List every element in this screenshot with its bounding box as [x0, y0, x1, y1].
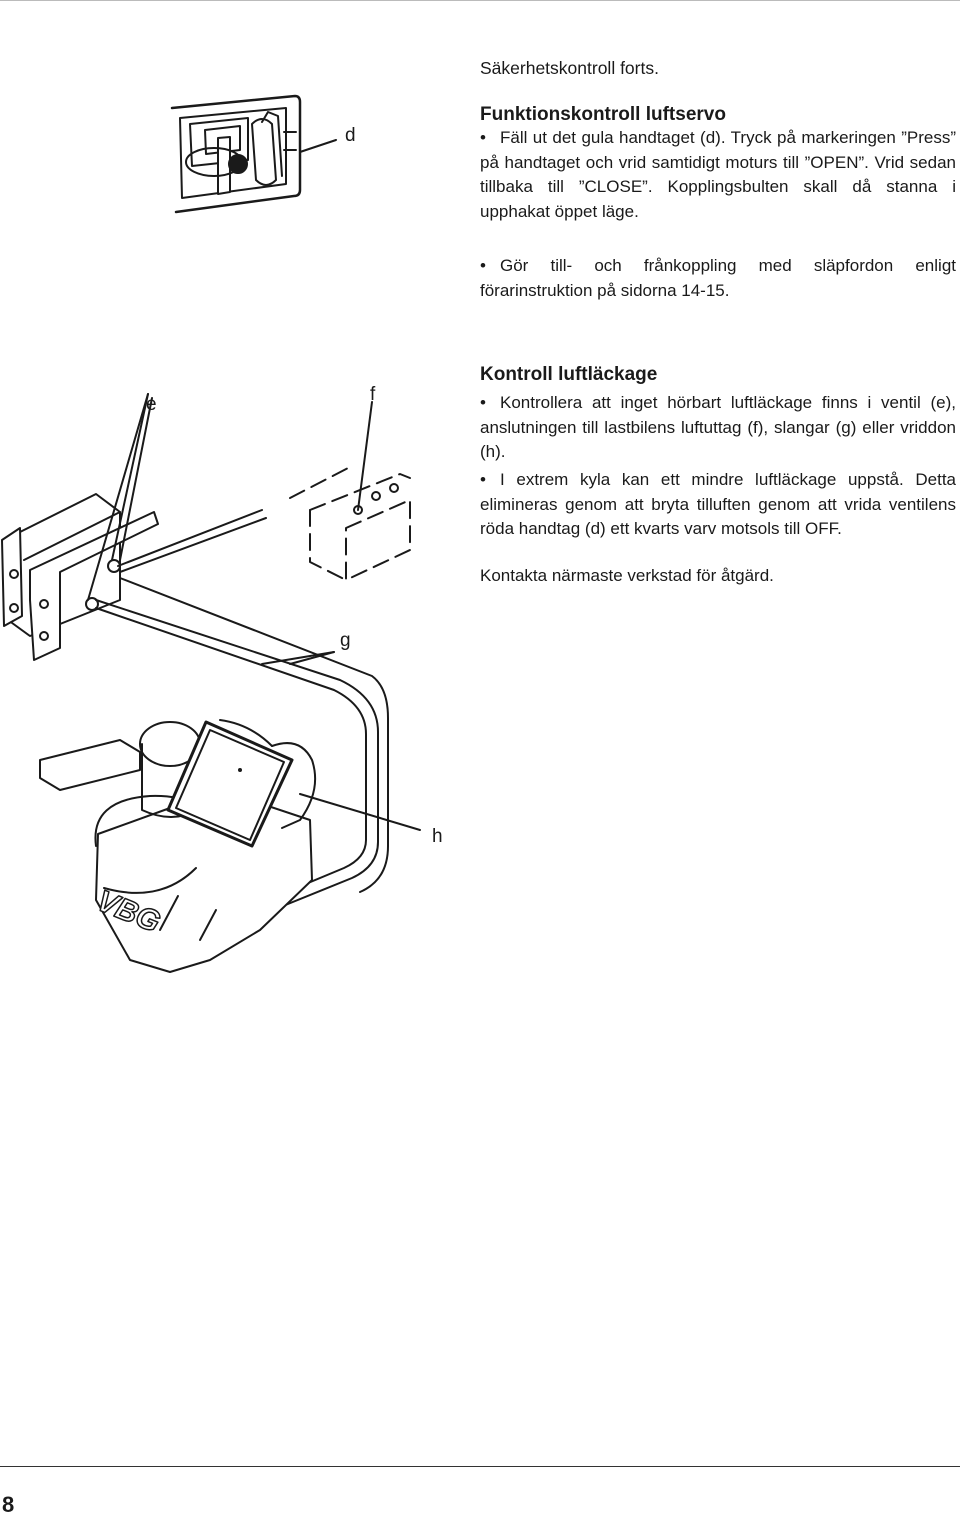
- callout-g: g: [340, 630, 351, 651]
- air-valve-illustration: [1, 393, 159, 661]
- leak-bullet-2: •I extrem kyla kan ett mindre luftläckag…: [480, 468, 956, 542]
- section-title-leak: Kontroll luftläckage: [480, 364, 658, 385]
- bullet-symbol: •: [480, 393, 486, 412]
- page-number: 8: [2, 1492, 15, 1517]
- truck-air-outlet-illustration: [289, 465, 411, 581]
- leak-note: Kontakta närmaste verkstad för åtgärd.: [480, 566, 774, 585]
- air-hoses-illustration: [95, 509, 389, 911]
- leak-bullet-2-text: I extrem kyla kan ett mindre luftläckage…: [480, 470, 956, 538]
- bullet-symbol: •: [480, 128, 486, 147]
- leak-bullet-1-text: Kontrollera att inget hörbart luftläckag…: [480, 393, 956, 461]
- coupling-illustration: VBG: [39, 719, 421, 973]
- callout-h: h: [432, 826, 443, 847]
- section-title-servo: Funktionskontroll luftservo: [480, 104, 726, 125]
- callout-f: f: [370, 384, 376, 405]
- servo-bullet-2: •Gör till- och frånkoppling med släpford…: [480, 254, 956, 303]
- leak-bullet-1: •Kontrollera att inget hörbart luftläcka…: [480, 391, 956, 465]
- servo-bullet-2-text: Gör till- och frånkoppling med släpfordo…: [480, 256, 956, 300]
- callout-e: e: [146, 394, 157, 415]
- bullet-symbol: •: [480, 470, 486, 489]
- bullet-symbol: •: [480, 256, 486, 275]
- callout-d: d: [345, 125, 356, 146]
- servo-bullet-1-text: Fäll ut det gula handtaget (d). Tryck på…: [480, 128, 956, 221]
- top-rule: [0, 0, 960, 1]
- servo-bullet-1: •Fäll ut det gula handtaget (d). Tryck p…: [480, 126, 956, 224]
- valve-handle-illustration: [170, 94, 337, 214]
- footer-rule: [0, 1466, 960, 1467]
- page-header: Säkerhetskontroll forts.: [480, 58, 659, 78]
